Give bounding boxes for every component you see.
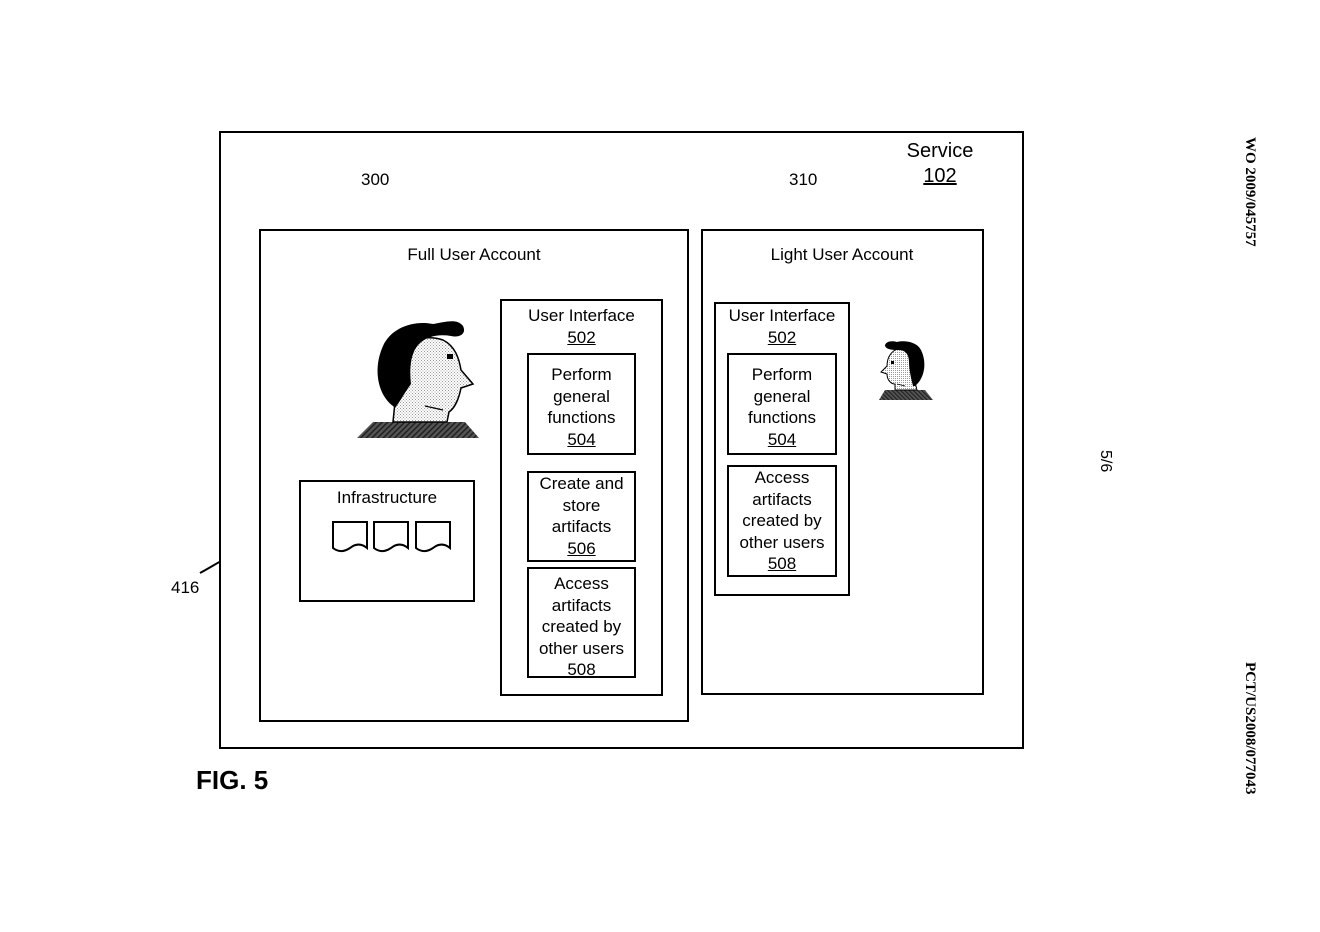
ref-300: 300 [361, 170, 390, 189]
light-user-account-title: Light User Account [770, 245, 914, 264]
function-ref: 508 [767, 554, 797, 573]
full-ui-label: User Interface [528, 306, 635, 325]
full-ui-ref: 502 [567, 328, 596, 347]
ref-310: 310 [789, 170, 818, 189]
figure-caption: FIG. 5 [196, 765, 269, 795]
light-function-box-508 [727, 465, 837, 577]
infrastructure-label: Infrastructure [336, 488, 438, 507]
light-function-box-504 [727, 353, 837, 455]
full-function-508-text: Access artifacts created by other users … [527, 573, 636, 681]
document-icon [415, 521, 451, 552]
service-ref: 102 [923, 165, 957, 187]
user-avatar-small-icon [879, 341, 933, 400]
document-icon [373, 521, 409, 552]
service-label: Service [906, 140, 974, 162]
function-ref: 504 [567, 429, 596, 449]
function-ref: 504 [767, 429, 797, 449]
user-avatar-large-icon [357, 321, 479, 438]
function-ref: 506 [567, 538, 596, 558]
function-ref: 508 [567, 660, 596, 679]
light-function-504-text: Perform general functions 504 [727, 364, 837, 450]
light-ui-ref: 502 [767, 328, 797, 347]
full-function-box-504 [527, 353, 636, 455]
document-stack-icon [332, 521, 451, 552]
full-function-box-506 [527, 471, 636, 562]
full-function-506-text: Create and store artifacts 506 [527, 473, 636, 559]
full-user-account-title: Full User Account [407, 245, 541, 264]
ref-416: 416 [171, 578, 200, 597]
full-function-box-508 [527, 567, 636, 678]
document-icon [332, 521, 368, 552]
full-function-504-text: Perform general functions 504 [527, 364, 636, 450]
light-ui-label: User Interface [728, 306, 836, 325]
light-function-508-text: Access artifacts created by other users … [727, 467, 837, 575]
